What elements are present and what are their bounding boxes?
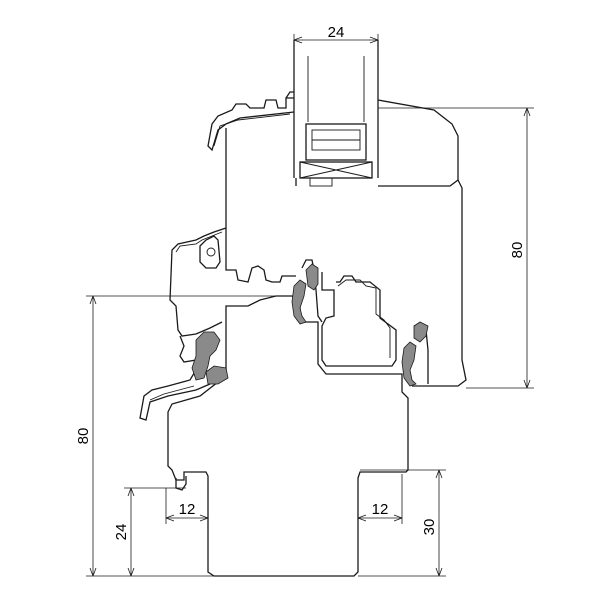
glazing-bead xyxy=(207,91,295,152)
exterior-drip-rail xyxy=(139,227,227,421)
dimension-left-offset: 12 xyxy=(165,488,209,524)
seal-gaskets xyxy=(191,263,429,387)
dimension-left-groove-height: 24 xyxy=(113,487,186,577)
glazing-unit xyxy=(293,40,379,187)
dim-label-glazing-thickness: 24 xyxy=(328,24,345,41)
dim-label-frame-height: 80 xyxy=(509,242,526,259)
dim-label-left-groove-height: 24 xyxy=(113,524,130,541)
dimension-right-offset: 12 xyxy=(357,474,403,524)
sash-profile xyxy=(225,99,467,387)
dim-label-right-offset: 12 xyxy=(372,501,389,518)
dimension-sash-height: 80 xyxy=(75,295,292,577)
dim-label-right-groove-height: 30 xyxy=(421,519,438,536)
dim-label-sash-height: 80 xyxy=(75,428,92,445)
dim-label-left-offset: 12 xyxy=(179,501,196,518)
dimension-glazing-thickness: 24 xyxy=(293,24,379,46)
dimension-frame-height: 80 xyxy=(378,107,534,389)
dimension-right-groove-height: 30 xyxy=(358,469,446,577)
